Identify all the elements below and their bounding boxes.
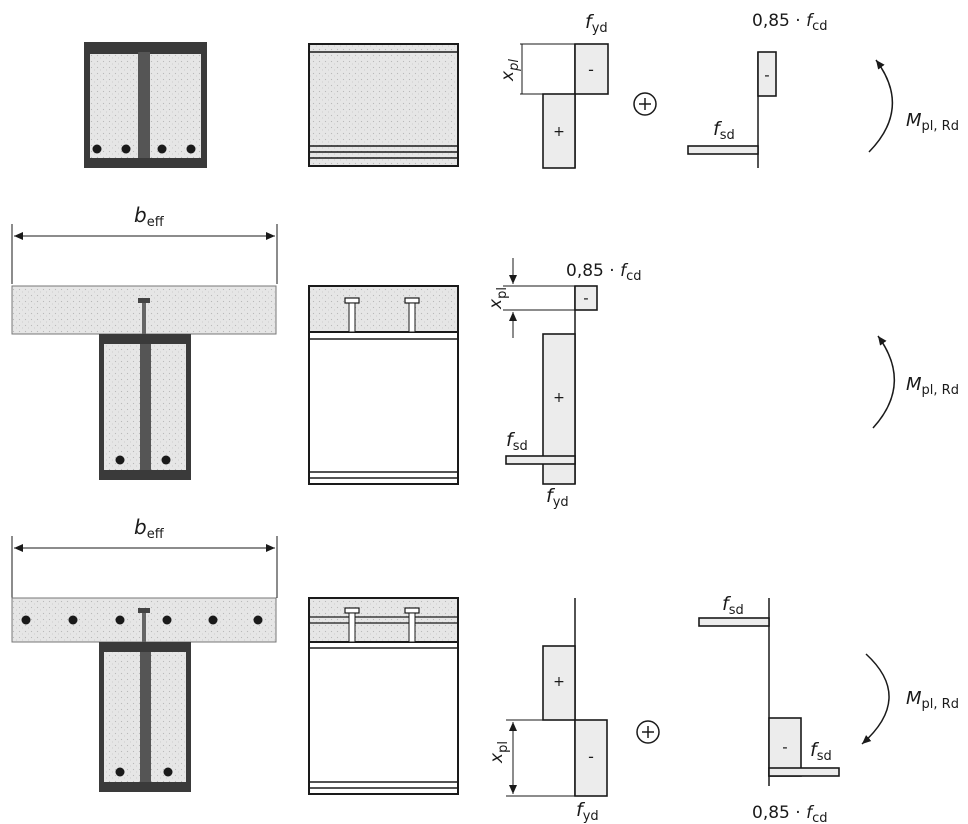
row3-moment-arrow: Mpl, Rd (861, 653, 959, 745)
svg-text:fsd: fsd (810, 739, 832, 764)
fsd-subscript: sd (817, 749, 832, 764)
svg-text:xpl: xpl (486, 287, 510, 310)
beff-label: b (134, 515, 147, 539)
fsd-subscript: sd (513, 439, 528, 454)
row2-beff-dimension: beff (11, 203, 278, 284)
mpl-label: M (906, 688, 922, 709)
fcd-prefix: 0,85 · (752, 803, 806, 823)
row2: beff (11, 203, 959, 510)
mpl-subscript: pl, Rd (922, 119, 959, 134)
fcd-label: f (806, 11, 815, 31)
svg-text:fyd: fyd (585, 11, 608, 36)
fsd-subscript: sd (720, 128, 735, 143)
row1-stress-concrete: - fsd 0,85 · fcd (687, 11, 827, 168)
fyd-subscript: yd (583, 809, 599, 824)
mpl-subscript: pl, Rd (922, 697, 959, 712)
fyd-label: f (546, 485, 556, 507)
xpl-subscript: pl (496, 741, 511, 753)
fcd-subscript: cd (626, 269, 641, 284)
row3: beff (11, 515, 959, 824)
mpl-label: M (906, 374, 922, 395)
svg-text:fsd: fsd (722, 593, 744, 618)
plus-sign: + (553, 390, 565, 406)
fsd-label: f (713, 118, 723, 140)
beff-label: b (134, 203, 147, 227)
svg-text:xpl: xpl (498, 59, 522, 82)
beff-subscript: eff (147, 215, 165, 230)
svg-text:beff: beff (134, 203, 165, 230)
fyd-label: f (585, 11, 595, 33)
superposition-plus-icon (636, 720, 660, 744)
fcd-prefix: 0,85 · (566, 261, 620, 281)
xpl-label: x (487, 752, 507, 764)
xpl-label: x (498, 70, 518, 82)
svg-text:Mpl, Rd: Mpl, Rd (906, 110, 959, 134)
minus-sign: - (764, 66, 769, 84)
svg-text:0,85 · fcd: 0,85 · fcd (752, 11, 827, 34)
row1-side-view (308, 43, 459, 167)
minus-sign: - (583, 289, 588, 307)
fsd-label: f (722, 593, 732, 615)
minus-sign: - (782, 738, 787, 756)
fsd-label: f (506, 429, 516, 451)
svg-text:Mpl, Rd: Mpl, Rd (906, 688, 959, 712)
fcd-label: f (806, 803, 815, 823)
fcd-subscript: cd (812, 19, 827, 34)
row2-moment-arrow: Mpl, Rd (872, 335, 959, 429)
row1-moment-arrow: Mpl, Rd (868, 59, 959, 153)
svg-text:fsd: fsd (506, 429, 528, 454)
row3-stress-concrete: - fsd fsd 0,85 · fcd (698, 593, 840, 824)
plus-sign: + (553, 124, 565, 140)
svg-text:Mpl, Rd: Mpl, Rd (906, 374, 959, 398)
fcd-label: f (620, 261, 629, 281)
row3-cross-section (11, 597, 277, 792)
row2-side-view (308, 285, 459, 485)
svg-text:0,85 · fcd: 0,85 · fcd (566, 261, 641, 284)
row1-stress-steel: - + xpl fyd (498, 11, 609, 169)
minus-sign: - (588, 60, 594, 79)
row2-cross-section (11, 285, 277, 480)
fcd-prefix: 0,85 · (752, 11, 806, 31)
xpl-label: x (486, 298, 506, 310)
svg-text:fsd: fsd (713, 118, 735, 143)
mpl-label: M (906, 110, 922, 131)
row3-stress-steel: + - xpl fyd (487, 598, 608, 824)
svg-text:0,85 · fcd: 0,85 · fcd (752, 803, 827, 824)
fsd-subscript: sd (729, 603, 744, 618)
minus-sign: - (588, 747, 594, 766)
fsd-label: f (810, 739, 820, 761)
row3-beff-dimension: beff (11, 515, 278, 598)
row1: - + xpl fyd - fsd 0,85 · fcd (84, 11, 959, 169)
plus-sign: + (553, 674, 565, 690)
fyd-label: f (576, 799, 586, 821)
fyd-subscript: yd (553, 495, 569, 510)
row1-cross-section (84, 42, 207, 168)
row2-stress: - + xpl 0,85 · fcd fsd fyd (486, 258, 641, 510)
xpl-subscript: pl (507, 59, 522, 72)
svg-text:fyd: fyd (576, 799, 599, 824)
mpl-subscript: pl, Rd (922, 383, 959, 398)
row3-side-view (308, 597, 459, 795)
svg-text:fyd: fyd (546, 485, 569, 510)
fyd-subscript: yd (592, 21, 608, 36)
fcd-subscript: cd (812, 811, 827, 824)
svg-text:xpl: xpl (487, 741, 511, 764)
beff-subscript: eff (147, 527, 165, 542)
xpl-subscript: pl (495, 287, 510, 299)
svg-text:beff: beff (134, 515, 165, 542)
superposition-plus-icon (633, 92, 657, 116)
